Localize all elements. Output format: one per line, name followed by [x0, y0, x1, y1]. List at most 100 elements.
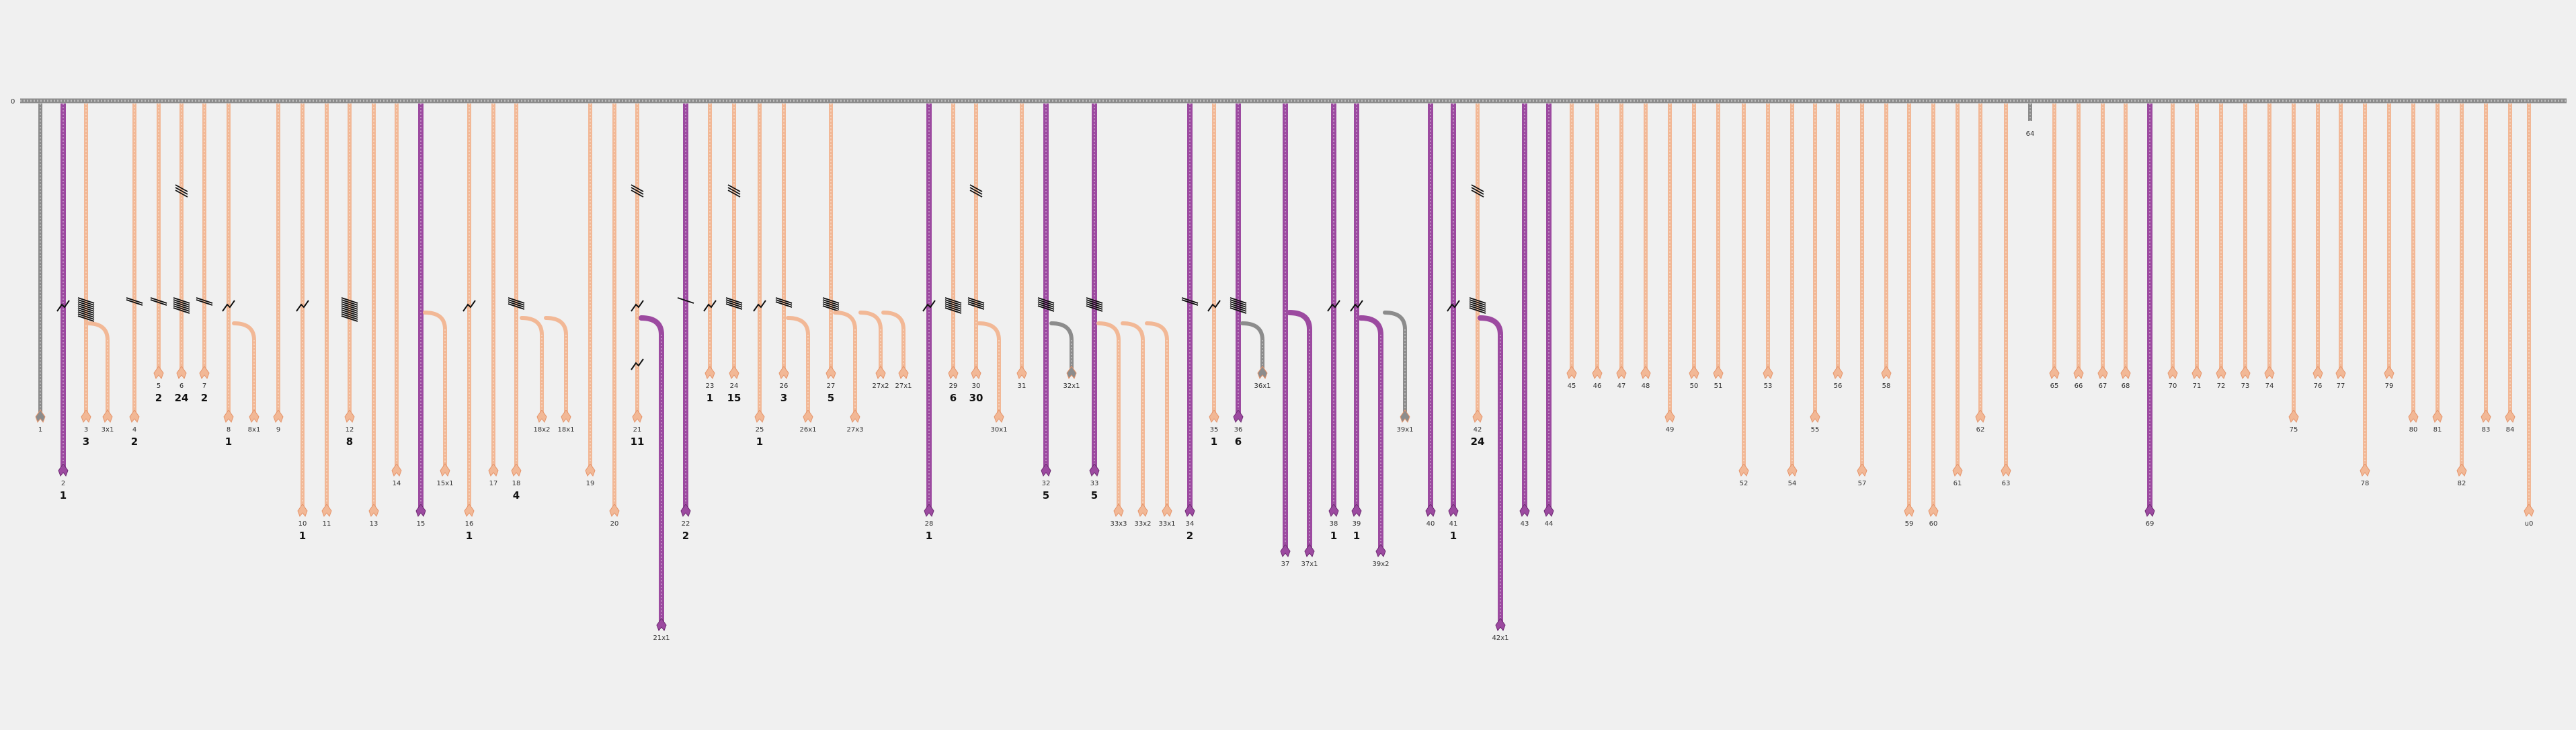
label-b55: 55 [1811, 426, 1820, 434]
upper-mark-b6-1 [175, 187, 188, 195]
count-b5: 2 [155, 392, 162, 404]
tip-b59 [1904, 503, 1915, 517]
label-b35: 35 [1210, 426, 1219, 434]
count-b32: 5 [1043, 489, 1049, 501]
label-b9: 9 [276, 426, 280, 434]
tally-mark-b30-1 [967, 299, 985, 306]
label-b70: 70 [2169, 382, 2177, 390]
tip-b14 [391, 463, 402, 477]
count-b2: 1 [60, 489, 67, 501]
tally-mark-b18-2 [508, 301, 525, 308]
tip-b48 [1640, 366, 1651, 379]
tip-b37x1 [1304, 544, 1315, 557]
tip-b33 [1089, 463, 1100, 477]
zigzag-b16 [462, 300, 476, 312]
label-b31: 31 [1018, 382, 1027, 390]
label-b81: 81 [2433, 426, 2442, 434]
tip-b42 [1472, 409, 1483, 423]
label-b8: 8 [227, 426, 231, 434]
label-b38: 38 [1330, 520, 1338, 528]
label-b84: 84 [2506, 426, 2515, 434]
label-b40: 40 [1426, 520, 1435, 528]
tally-mark-b6-2 [173, 301, 190, 308]
tally-mark-b3-4 [77, 305, 95, 312]
upper-mark-b42-1 [1471, 187, 1484, 195]
branch-b15x1-hook [423, 311, 447, 331]
tally-mark-b42-4 [1469, 305, 1486, 312]
tip-b31 [1016, 366, 1027, 379]
upper-mark-b21-2 [631, 190, 644, 198]
count-b27: 5 [828, 392, 834, 404]
branch-b33x1-hook [1145, 321, 1169, 342]
label-b76: 76 [2314, 382, 2323, 390]
tip-b23 [705, 366, 715, 379]
label-b62: 62 [1976, 426, 1985, 434]
label-b19: 19 [586, 480, 595, 487]
tally-mark-b36-2 [1230, 301, 1247, 308]
branch-b27x1-hook [881, 311, 905, 331]
label-b15: 15 [417, 520, 426, 528]
tally-mark-b32-2 [1037, 301, 1055, 308]
tip-b70 [2167, 366, 2178, 379]
count-b33: 5 [1091, 489, 1098, 501]
tip-b24 [729, 366, 739, 379]
tip-b20 [609, 503, 620, 517]
upper-mark-b30-0 [969, 184, 983, 192]
label-b28: 28 [925, 520, 934, 528]
label-b27x3: 27x3 [846, 426, 863, 434]
tip-bu0 [2524, 503, 2534, 517]
tally-mark-b29-0 [944, 297, 962, 304]
tip-b25 [754, 409, 765, 423]
count-b16: 1 [466, 530, 473, 542]
count-b28: 1 [926, 530, 932, 542]
label-b52: 52 [1740, 480, 1748, 487]
tally-mark-b30-3 [967, 303, 985, 310]
label-b24: 24 [730, 382, 739, 390]
label-b15x1: 15x1 [436, 480, 453, 487]
tip-b22 [680, 503, 691, 517]
tally-mark-b33-1 [1086, 299, 1103, 306]
label-b79: 79 [2385, 382, 2394, 390]
label-b80: 80 [2409, 426, 2418, 434]
count-b39: 1 [1353, 530, 1360, 542]
label-b42: 42 [1474, 426, 1482, 434]
label-b42x1: 42x1 [1492, 635, 1508, 642]
tip-b26x1 [803, 409, 813, 423]
label-b75: 75 [2290, 426, 2298, 434]
zigzag-b35 [1207, 300, 1221, 312]
tip-b36x1 [1257, 366, 1268, 379]
tip-b47 [1616, 366, 1627, 379]
label-b27: 27 [827, 382, 836, 390]
tally-mark-b3-8 [77, 313, 95, 320]
tally-mark-b29-5 [944, 307, 962, 314]
tip-b79 [2384, 366, 2394, 379]
tally-mark-b33-4 [1086, 305, 1103, 312]
tip-b11 [321, 503, 332, 517]
tally-mark-b26-1 [775, 299, 793, 306]
tally-mark-b12-9 [341, 315, 358, 322]
tally-mark-b27-4 [822, 305, 840, 312]
tally-mark-b29-1 [944, 299, 962, 306]
branch-b37x1-hook [1287, 310, 1312, 332]
upper-mark-b30-1 [969, 187, 983, 195]
tally-mark-b12-4 [341, 305, 358, 312]
label-b57: 57 [1858, 480, 1867, 487]
count-b21: 11 [631, 436, 645, 448]
label-b6: 6 [179, 382, 184, 390]
label-b21x1: 21x1 [653, 635, 670, 642]
tally-mark-b26-2 [775, 301, 793, 308]
tip-b32x1 [1066, 366, 1077, 379]
tally-mark-b30-2 [967, 301, 985, 308]
count-b12: 8 [346, 436, 353, 448]
zigzag-b8 [222, 300, 235, 312]
tally-mark-b24-3 [725, 303, 743, 310]
tally-mark-b12-2 [341, 301, 358, 308]
tip-b16 [464, 503, 475, 517]
label-b32x1: 32x1 [1063, 382, 1080, 390]
label-b64: 64 [2026, 130, 2035, 138]
tally-mark-b3-6 [77, 309, 95, 316]
tip-b21 [632, 409, 643, 423]
tally-mark-b5-0 [150, 297, 167, 304]
tally-mark-b42-0 [1469, 297, 1486, 304]
tip-b67 [2097, 366, 2108, 379]
